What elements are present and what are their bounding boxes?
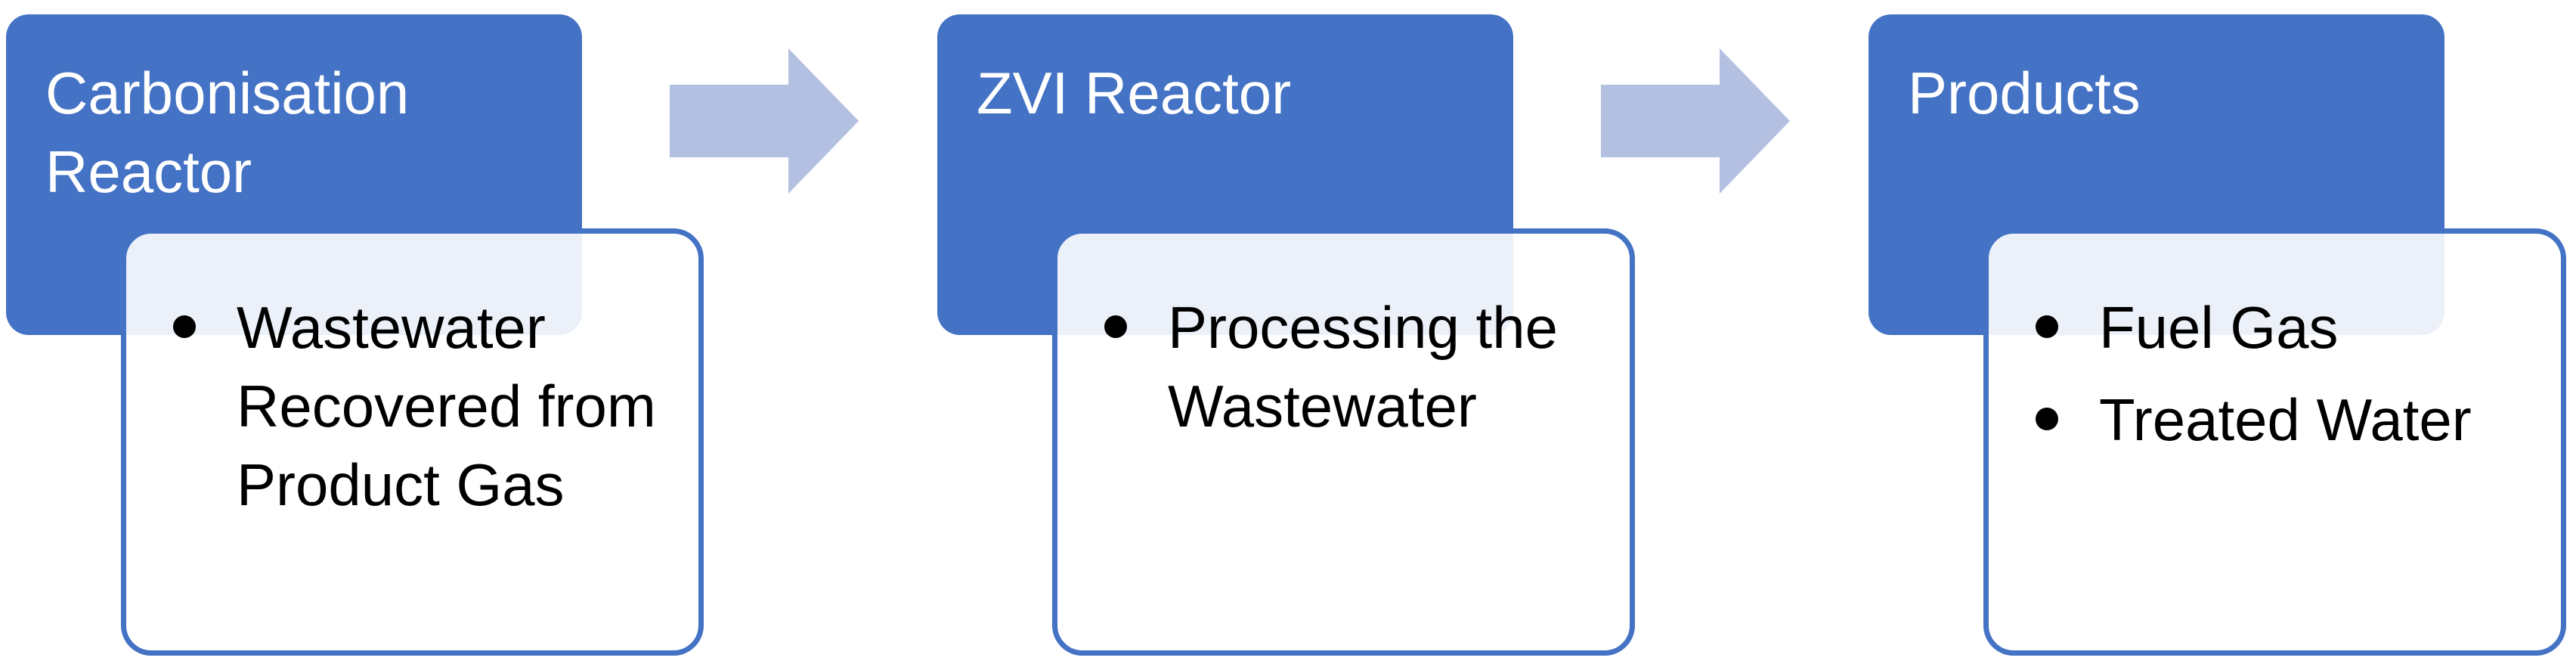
bullet-icon [1104,315,1127,338]
process-stage-carbonisation: Carbonisation Reactor Wastewater Recover… [0,0,798,667]
stage-title: Products [1908,60,2141,126]
bullet-icon [2036,315,2058,338]
list-item-text: Wastewater Recovered from Product Gas [237,294,656,518]
stage-detail-list: Processing the Wastewater [1104,288,1618,459]
list-item-text: Treated Water [2099,386,2472,453]
stage-detail-list: Fuel Gas Treated Water [2036,288,2550,473]
bullet-icon [2036,408,2058,430]
stage-detail-box: Processing the Wastewater [1052,228,1635,656]
stage-detail-box: Fuel Gas Treated Water [1983,228,2566,656]
stage-title: ZVI Reactor [977,60,1292,126]
stage-detail-list: Wastewater Recovered from Product Gas [173,288,687,538]
list-item: Fuel Gas [2036,288,2550,367]
right-arrow-icon [1601,48,1790,194]
right-arrow-icon [670,48,859,194]
stage-title: Carbonisation Reactor [45,60,410,205]
bullet-icon [173,315,196,338]
list-item: Processing the Wastewater [1104,288,1618,445]
list-item-text: Fuel Gas [2099,294,2339,361]
process-stage-products: Products Fuel Gas Treated Water [1862,0,2576,667]
list-item: Treated Water [2036,380,2550,459]
process-stage-zvi: ZVI Reactor Processing the Wastewater [931,0,1729,667]
list-item: Wastewater Recovered from Product Gas [173,288,687,524]
stage-detail-box: Wastewater Recovered from Product Gas [121,228,704,656]
list-item-text: Processing the Wastewater [1168,294,1558,439]
